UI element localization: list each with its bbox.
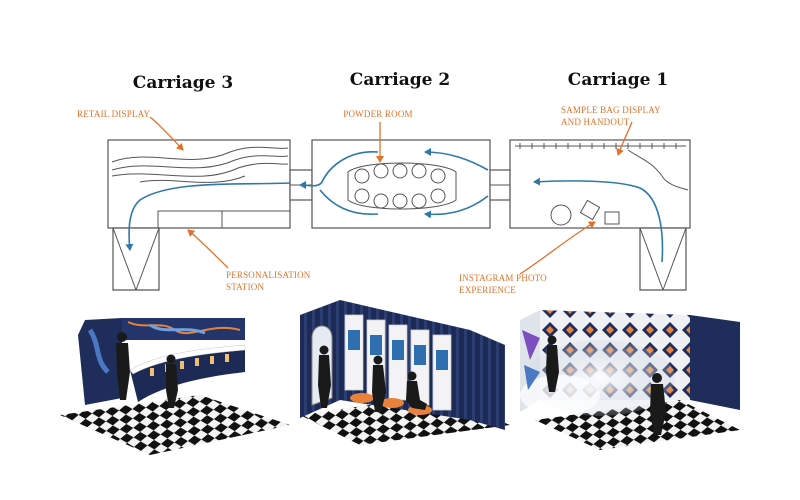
leader-arrow-icon bbox=[616, 121, 633, 156]
powder-room-label: POWDER ROOM bbox=[343, 109, 412, 119]
carriage-1-title: Carriage 1 bbox=[568, 70, 668, 90]
connector-2-1 bbox=[489, 169, 511, 201]
carriage-2-plan bbox=[299, 139, 491, 229]
personalisation-label-line2: STATION bbox=[226, 282, 264, 292]
carriage-1-plan bbox=[509, 139, 691, 291]
personalisation-label-line1: PERSONALISATION bbox=[226, 270, 311, 280]
carriage-1-render bbox=[520, 310, 740, 450]
instagram-label-line2: EXPERIENCE bbox=[459, 285, 516, 295]
leader-arrow-icon bbox=[149, 116, 184, 151]
instagram-label-line1: INSTAGRAM PHOTO bbox=[459, 273, 547, 283]
carriage-3-title: Carriage 3 bbox=[133, 73, 233, 93]
flow-arrow-icon bbox=[125, 182, 291, 251]
person-silhouette-icon bbox=[318, 345, 427, 412]
carriage-2-render bbox=[300, 300, 510, 445]
carriage-3-plan bbox=[107, 139, 291, 291]
retail-display-label: RETAIL DISPLAY bbox=[77, 109, 150, 119]
person-silhouette-icon bbox=[546, 335, 666, 435]
leader-arrow-icon bbox=[519, 221, 596, 275]
sample-bag-label-line2: AND HANDOUT bbox=[561, 117, 630, 127]
person-silhouette-icon bbox=[116, 332, 178, 408]
sample-bag-label-line1: SAMPLE BAG DISPLAY bbox=[561, 105, 661, 115]
leader-arrow-icon bbox=[187, 229, 229, 269]
carriage-3-render bbox=[60, 318, 290, 455]
carriage-2-title: Carriage 2 bbox=[350, 70, 450, 90]
